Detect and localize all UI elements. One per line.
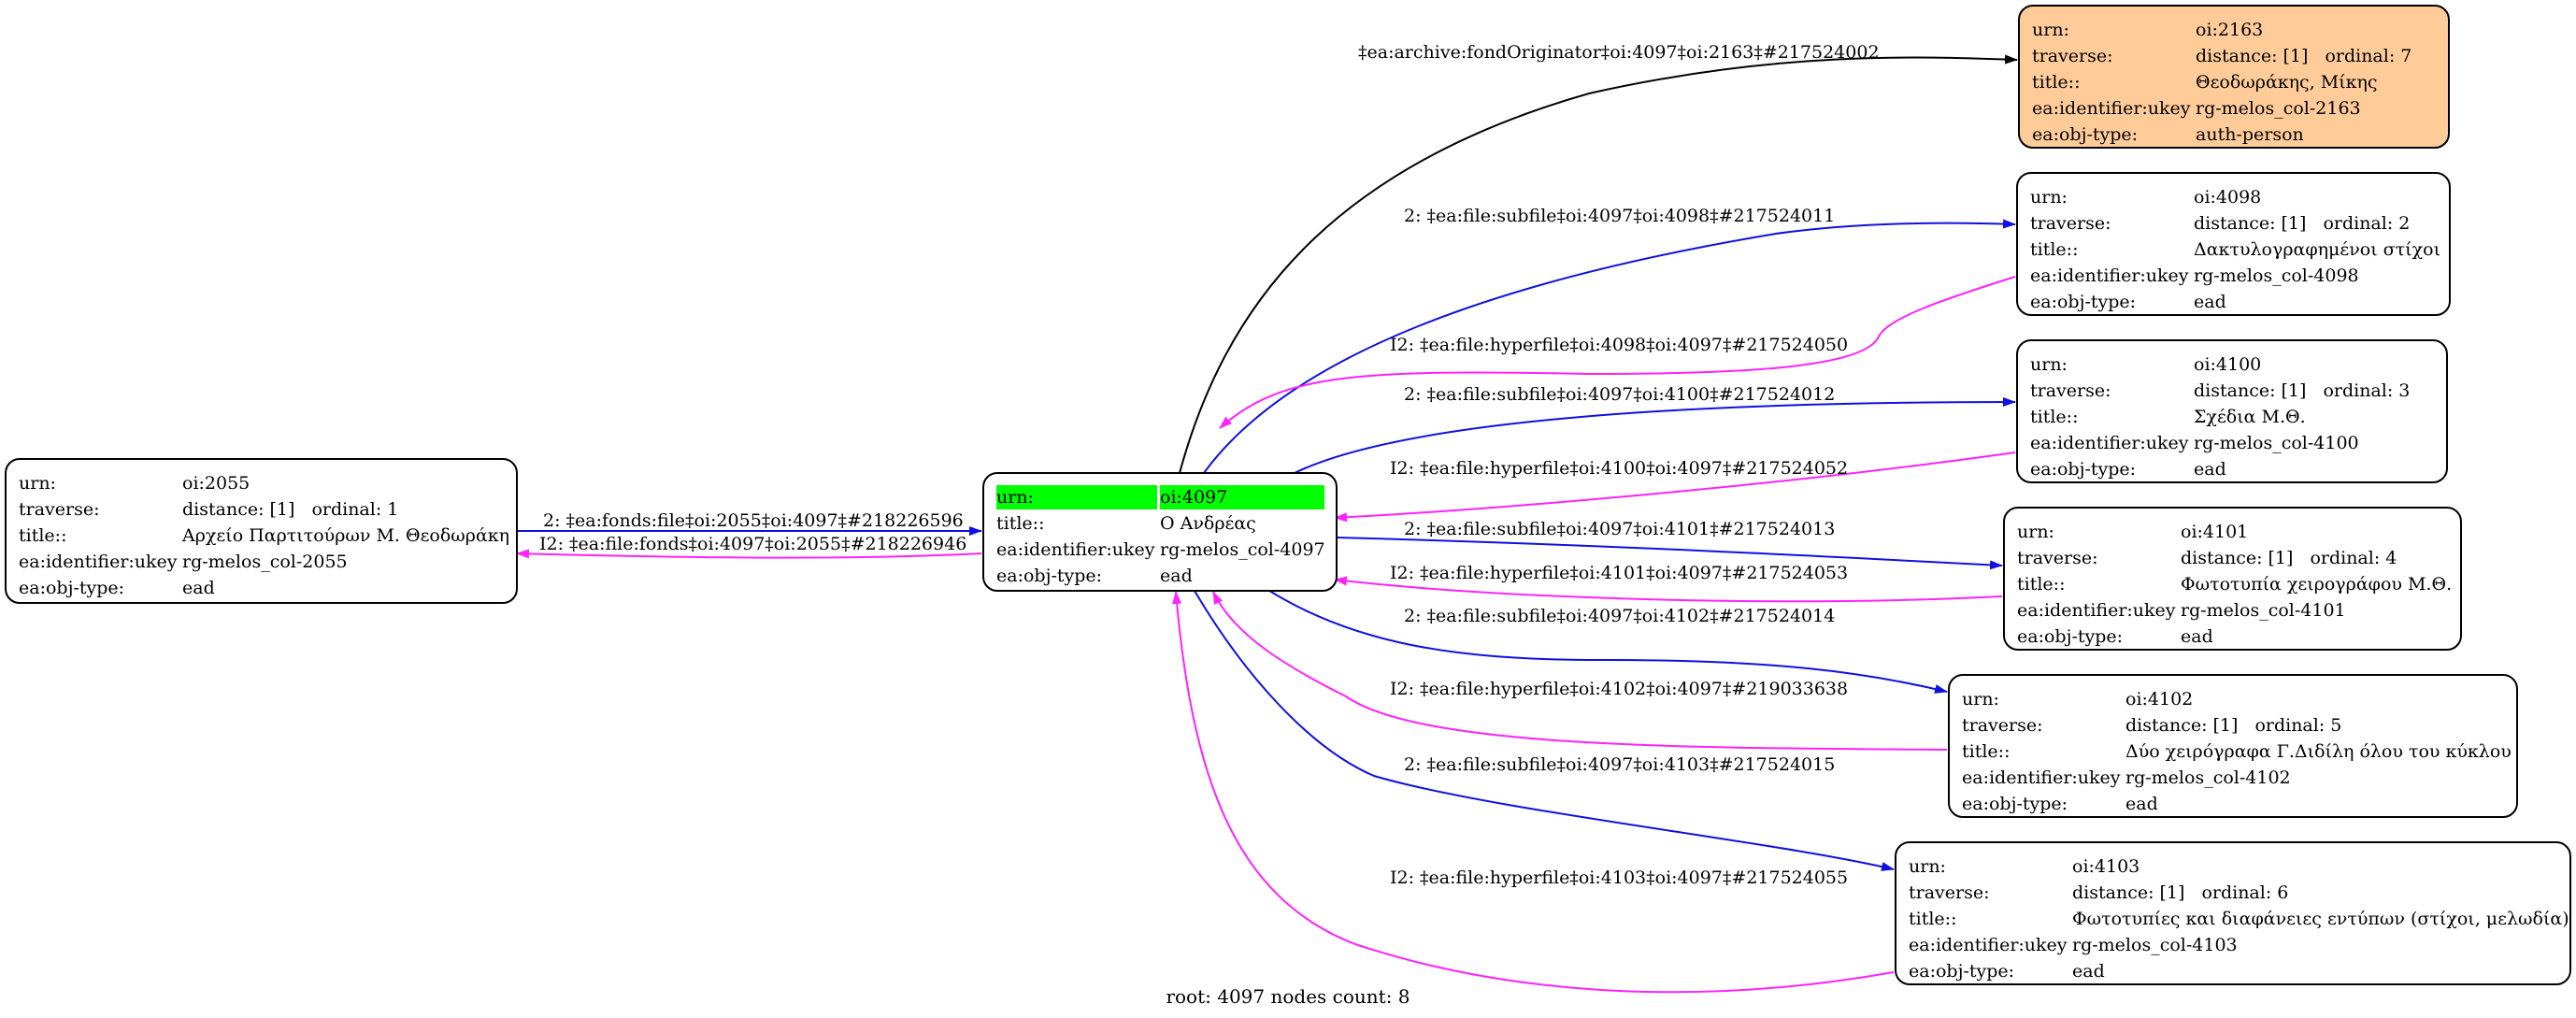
node-oi-4103[interactable]: urn:oi:4103 traverse:distance: [1]ordina… — [1895, 841, 2571, 985]
node-row-objtype: ea:obj-type:ead — [1962, 794, 2158, 814]
edge-subfile-4102 — [1266, 588, 1948, 694]
node-row-title: title::Αρχείο Παρτιτούρων Μ. Θεοδωράκη — [19, 525, 510, 546]
node-title: Δύο χειρόγραφα Γ.Διδίλη όλου του κύκλου — [2125, 741, 2512, 762]
edge-subfile-4100 — [1294, 397, 2016, 474]
node-row-objtype: ea:obj-type:ead — [2030, 292, 2226, 312]
node-urn: oi:2055 — [182, 473, 250, 494]
node-urn: oi:2163 — [2196, 20, 2264, 40]
node-row-title: title::Δακτυλογραφημένοι στίχοι — [2030, 239, 2441, 260]
node-row-title: title::Φωτοτυπίες και διαφάνειες εντύπων… — [1909, 909, 2569, 929]
node-row-title: title::Θεοδωράκης, Μίκης — [2032, 72, 2378, 93]
root-row-urn: urn: oi:4097 — [996, 484, 1326, 510]
node-row-traverse: traverse:distance: [1]ordinal: 7 — [2032, 46, 2412, 66]
node-oi-2055[interactable]: urn:oi:2055 traverse:distance: [1]ordina… — [5, 458, 518, 604]
edge-label-hyperfile-4102: I2: ‡ea:file:hyperfile‡oi:4102‡oi:4097‡#… — [1390, 679, 1848, 699]
edge-hyperfile-4100 — [1334, 452, 2016, 523]
node-urn: oi:4098 — [2194, 187, 2262, 208]
node-row-traverse: traverse:distance: [1]ordinal: 3 — [2030, 380, 2411, 401]
graph-footer: root: 4097 nodes count: 8 — [1166, 985, 1410, 1008]
node-oi-4101[interactable]: urn:oi:4101 traverse:distance: [1]ordina… — [2003, 507, 2462, 651]
node-row-traverse: traverse:distance: [1]ordinal: 2 — [2030, 213, 2411, 234]
node-row-urn: urn:oi:2055 — [19, 473, 250, 494]
edge-label-subfile-4103: 2: ‡ea:file:subfile‡oi:4097‡oi:4103‡#217… — [1404, 754, 1835, 775]
node-row-urn: urn:oi:4103 — [1909, 856, 2140, 877]
node-title: Αρχείο Παρτιτούρων Μ. Θεοδωράκη — [182, 525, 510, 546]
edge-label-file-fonds: I2: ‡ea:file:fonds‡oi:4097‡oi:2055‡#2182… — [539, 534, 966, 554]
node-row-traverse: traverse:distance: [1]ordinal: 4 — [2017, 548, 2397, 568]
node-row-objtype: ea:obj-type:ead — [2030, 459, 2226, 480]
edge-label-hyperfile-4100: I2: ‡ea:file:hyperfile‡oi:4100‡oi:4097‡#… — [1390, 458, 1848, 479]
node-oi-2163[interactable]: urn:oi:2163 traverse:distance: [1]ordina… — [2018, 5, 2450, 149]
node-row-urn: urn:oi:2163 — [2032, 20, 2264, 40]
node-urn: oi:4101 — [2181, 522, 2249, 542]
node-urn: oi:4102 — [2125, 689, 2194, 710]
node-row-title: title::Φωτοτυπία χειρογράφου Μ.Θ. — [2017, 574, 2453, 595]
node-row-traverse: traverse:distance: [1]ordinal: 5 — [1962, 715, 2342, 736]
node-row-traverse: traverse:distance: [1]ordinal: 1 — [19, 499, 399, 520]
edge-hyperfile-4098 — [1219, 276, 2016, 429]
root-title: Ο Ανδρέας — [1160, 513, 1256, 534]
node-row-title: title::Δύο χειρόγραφα Γ.Διδίλη όλου του … — [1962, 741, 2512, 762]
node-row-urn: urn:oi:4098 — [2030, 187, 2262, 208]
edge-file-fonds — [516, 549, 982, 559]
edge-label-subfile-4102: 2: ‡ea:file:subfile‡oi:4097‡oi:4102‡#217… — [1404, 606, 1835, 626]
node-row-traverse: traverse:distance: [1]ordinal: 6 — [1909, 882, 2289, 903]
edge-label-fonds-file: 2: ‡ea:fonds:file‡oi:2055‡oi:4097‡#21822… — [543, 510, 964, 531]
node-row-urn: urn:oi:4102 — [1962, 689, 2194, 710]
node-row-objtype: ea:obj-type:ead — [2017, 626, 2213, 647]
node-row-title: title::Σχέδια Μ.Θ. — [2030, 407, 2306, 427]
node-urn: oi:4103 — [2072, 856, 2140, 877]
edge-originator — [1179, 54, 2018, 474]
node-row-objtype: ea:obj-type:ead — [1909, 961, 2105, 982]
node-row-objtype: ea:obj-type:ead — [19, 578, 215, 598]
node-title: Δακτυλογραφημένοι στίχοι — [2194, 239, 2441, 260]
edge-label-hyperfile-4098: I2: ‡ea:file:hyperfile‡oi:4098‡oi:4097‡#… — [1390, 335, 1848, 355]
node-oi-4098[interactable]: urn:oi:4098 traverse:distance: [1]ordina… — [2016, 172, 2451, 316]
node-title: Φωτοτυπίες και διαφάνειες εντύπων (στίχο… — [2072, 909, 2569, 929]
edge-label-subfile-4101: 2: ‡ea:file:subfile‡oi:4097‡oi:4101‡#217… — [1404, 519, 1835, 539]
node-title: Σχέδια Μ.Θ. — [2194, 407, 2306, 427]
root-node-oi-4097[interactable]: urn: oi:4097 title::Ο Ανδρέας ea:identif… — [982, 472, 1338, 592]
root-row-objtype: ea:obj-type:ead — [996, 566, 1193, 586]
node-title: Φωτοτυπία χειρογράφου Μ.Θ. — [2181, 574, 2453, 595]
edge-subfile-4103 — [1194, 590, 1895, 871]
root-row-title: title::Ο Ανδρέας — [996, 513, 1256, 534]
node-urn: oi:4100 — [2194, 354, 2262, 375]
edge-label-hyperfile-4103: I2: ‡ea:file:hyperfile‡oi:4103‡oi:4097‡#… — [1390, 867, 1848, 888]
edge-hyperfile-4102 — [1212, 591, 1948, 751]
node-row-urn: urn:oi:4101 — [2017, 522, 2249, 542]
node-row-objtype: ea:obj-type:auth-person — [2032, 124, 2304, 145]
edge-label-originator: ‡ea:archive:fondOriginator‡oi:4097‡oi:21… — [1358, 42, 1880, 63]
edge-hyperfile-4101 — [1334, 576, 2003, 603]
root-urn: oi:4097 — [1160, 485, 1324, 509]
edge-subfile-4098 — [1203, 219, 2016, 474]
edge-label-subfile-4098: 2: ‡ea:file:subfile‡oi:4097‡oi:4098‡#217… — [1404, 206, 1835, 226]
edge-subfile-4101 — [1336, 537, 2003, 570]
edge-label-hyperfile-4101: I2: ‡ea:file:hyperfile‡oi:4101‡oi:4097‡#… — [1390, 563, 1848, 583]
node-oi-4102[interactable]: urn:oi:4102 traverse:distance: [1]ordina… — [1948, 674, 2518, 818]
node-row-urn: urn:oi:4100 — [2030, 354, 2262, 375]
edge-label-subfile-4100: 2: ‡ea:file:subfile‡oi:4097‡oi:4100‡#217… — [1404, 384, 1835, 405]
edge-hyperfile-4103 — [1172, 591, 1895, 994]
node-oi-4100[interactable]: urn:oi:4100 traverse:distance: [1]ordina… — [2016, 339, 2448, 483]
node-title: Θεοδωράκης, Μίκης — [2196, 72, 2378, 93]
